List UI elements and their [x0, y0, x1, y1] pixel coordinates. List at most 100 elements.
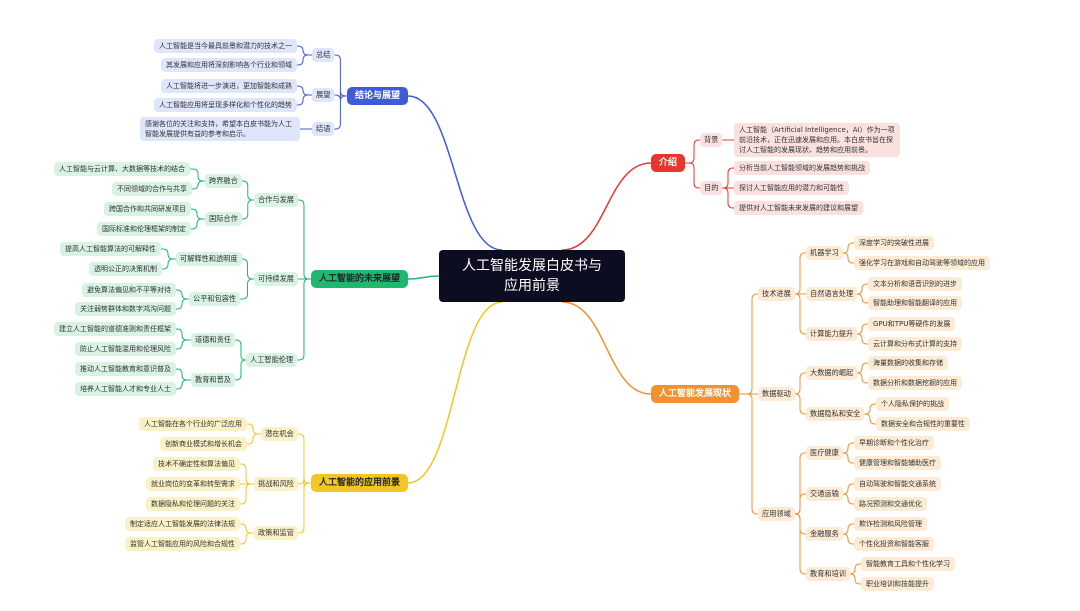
leaf-compute-2[interactable]: 云计算和分布式计算的支持	[868, 337, 962, 351]
leaf-closing[interactable]: 感谢各位的关注和支持，希望本白皮书能为人工智能发展提供有益的参考和启示。	[140, 117, 300, 141]
leaf-potential-1[interactable]: 人工智能在各个行业的广泛应用	[139, 417, 247, 431]
leaf-edu-popular-1[interactable]: 推动人工智能教育和意识普及	[75, 362, 176, 376]
leaf-summary-2[interactable]: 其发展和应用将深刻影响各个行业和领域	[161, 58, 297, 72]
root-title-line2: 应用前景	[504, 278, 560, 294]
connector-line	[247, 423, 261, 435]
connector-line	[240, 523, 254, 534]
connector-line	[722, 187, 734, 209]
leaf-cross-2[interactable]: 不同领域的合作与共享	[112, 182, 192, 196]
leaf-traffic-2[interactable]: 路况预测和交通优化	[854, 497, 927, 511]
leaf-health-1[interactable]: 早期诊断和个性化治疗	[854, 436, 934, 450]
node-moral[interactable]: 道德和责任	[191, 333, 235, 347]
leaf-outlook-1[interactable]: 人工智能将进一步演进，更加智能和成熟	[161, 79, 297, 93]
node-explain[interactable]: 可解释性和透明度	[176, 252, 242, 266]
connector-line	[247, 433, 261, 445]
connector-line	[739, 393, 758, 515]
leaf-ml-2[interactable]: 强化学习在游戏和自动驾驶等领域的应用	[854, 256, 990, 270]
leaf-risk-3[interactable]: 数据隐私和伦理问题的关注	[146, 497, 240, 511]
leaf-summary-1[interactable]: 人工智能是当今最具前景和潜力的技术之一	[154, 39, 297, 53]
connector-line	[162, 258, 176, 270]
connector-line	[334, 90, 347, 101]
leaf-moral-2[interactable]: 防止人工智能滥用和伦理风险	[75, 342, 176, 356]
node-background[interactable]: 背景	[700, 133, 723, 147]
leaf-privacy-2[interactable]: 数据安全和合规性的重要性	[876, 417, 970, 431]
node-sustain[interactable]: 可持续发展	[254, 272, 298, 286]
branch-prospect[interactable]: 人工智能的应用前景	[311, 474, 409, 492]
node-edu-popular[interactable]: 教育和普及	[191, 373, 235, 387]
node-fair[interactable]: 公平和包容性	[189, 292, 241, 306]
leaf-fair-2[interactable]: 关注弱势群体和数字鸿沟问题	[75, 302, 176, 316]
node-apps[interactable]: 应用领域	[758, 507, 795, 521]
node-edu-training[interactable]: 教育和培训	[806, 567, 850, 581]
leaf-purpose-3[interactable]: 提供对人工智能未来发展的建议和展望	[734, 201, 863, 215]
leaf-traffic-1[interactable]: 自动驾驶和智能交通系统	[854, 477, 941, 491]
leaf-nlp-2[interactable]: 智能助理和智能翻译的应用	[868, 296, 962, 310]
leaf-explain-1[interactable]: 提高人工智能算法的可解释性	[60, 242, 161, 256]
node-intl[interactable]: 国际合作	[205, 212, 242, 226]
leaf-explain-2[interactable]: 透明公正的决策机制	[89, 262, 162, 276]
leaf-background[interactable]: 人工智能（Artificial Intelligence，AI）作为一项前沿技术…	[734, 123, 900, 157]
leaf-potential-2[interactable]: 创新商业模式和增长机会	[160, 437, 247, 451]
leaf-risk-2[interactable]: 就业岗位的变革和转型需求	[146, 477, 240, 491]
node-traffic[interactable]: 交通运输	[806, 487, 843, 501]
node-data[interactable]: 数据驱动	[758, 387, 795, 401]
leaf-compute-1[interactable]: GPU和TPU等硬件的发展	[868, 317, 956, 331]
connector-line	[685, 162, 700, 189]
leaf-nlp-1[interactable]: 文本分析和语音识别的进步	[868, 277, 962, 291]
leaf-bigdata-1[interactable]: 海量数据的收集和存储	[868, 356, 948, 370]
node-compute[interactable]: 计算能力提升	[806, 327, 858, 341]
leaf-outlook-2[interactable]: 人工智能应用将呈现多样化和个性化的趋势	[154, 98, 297, 112]
root-topic[interactable]: 人工智能发展白皮书与 应用前景	[439, 250, 625, 302]
node-purpose[interactable]: 目的	[700, 181, 723, 195]
leaf-edu-training-1[interactable]: 智能教育工具和个性化学习	[861, 557, 955, 571]
connector-line	[297, 199, 311, 280]
leaf-privacy-1[interactable]: 个人隐私保护的挑战	[876, 397, 949, 411]
leaf-cross-1[interactable]: 人工智能与云计算、大数据等技术的结合	[54, 162, 190, 176]
node-potential[interactable]: 潜在机会	[261, 427, 298, 441]
leaf-moral-1[interactable]: 建立人工智能的道德准则和责任框架	[54, 322, 176, 336]
connector-line	[856, 333, 868, 345]
leaf-health-2[interactable]: 健康管理和智能辅助医疗	[854, 456, 941, 470]
leaf-fair-1[interactable]: 避免算法偏见和不平等对待	[82, 283, 176, 297]
node-nlp[interactable]: 自然语言处理	[806, 287, 858, 301]
node-risk[interactable]: 挑战和风险	[254, 477, 298, 491]
node-bigdata[interactable]: 大数据的崛起	[806, 366, 858, 380]
node-summary[interactable]: 总结	[312, 48, 335, 62]
branch-current[interactable]: 人工智能发展现状	[651, 385, 740, 403]
connector-line	[240, 278, 254, 300]
node-coop[interactable]: 合作与发展	[254, 193, 298, 207]
leaf-risk-1[interactable]: 技术不确定性和算法偏见	[153, 457, 240, 471]
connector-line	[408, 275, 440, 280]
leaf-bigdata-2[interactable]: 数据分析和数据挖掘的应用	[868, 376, 962, 390]
connector-line	[842, 493, 854, 505]
connector-line	[408, 95, 503, 251]
node-ml[interactable]: 机器学习	[806, 246, 843, 260]
node-health[interactable]: 医疗健康	[806, 446, 843, 460]
node-cross[interactable]: 跨界融合	[205, 174, 242, 188]
leaf-purpose-1[interactable]: 分析当前人工智能领域的发展趋势和挑战	[734, 161, 870, 175]
node-closing[interactable]: 结语	[312, 122, 335, 136]
node-tech[interactable]: 技术进展	[758, 287, 795, 301]
connector-line	[856, 362, 868, 374]
leaf-finance-2[interactable]: 个性化投资和智能客服	[854, 537, 934, 551]
branch-conclusion[interactable]: 结论与展望	[347, 87, 409, 105]
leaf-purpose-2[interactable]: 探讨人工智能应用的潜力和可能性	[734, 181, 849, 195]
connector-line	[561, 162, 652, 251]
node-ethics[interactable]: 人工智能伦理	[246, 353, 298, 367]
leaf-policy-2[interactable]: 监管人工智能应用的风险和合规性	[125, 537, 240, 551]
branch-future[interactable]: 人工智能的未来展望	[311, 270, 409, 288]
branch-intro[interactable]: 介绍	[651, 154, 686, 172]
node-outlook[interactable]: 展望	[312, 88, 335, 102]
leaf-policy-1[interactable]: 制定适应人工智能发展的法律法规	[125, 517, 240, 531]
leaf-edu-popular-2[interactable]: 培养人工智能人才和专业人士	[75, 382, 176, 396]
leaf-ml-1[interactable]: 深度学习的突破性进展	[854, 236, 934, 250]
node-policy[interactable]: 政策和监管	[254, 526, 298, 540]
connector-line	[240, 463, 254, 485]
leaf-finance-1[interactable]: 欺诈检测和风险管理	[854, 517, 927, 531]
root-title-line1: 人工智能发展白皮书与	[462, 258, 602, 274]
leaf-edu-training-2[interactable]: 职业培训和技能提升	[861, 577, 934, 591]
leaf-intl-1[interactable]: 跨国合作和共同研发项目	[104, 202, 191, 216]
node-privacy[interactable]: 数据隐私和安全	[806, 407, 865, 421]
leaf-intl-2[interactable]: 国际标准和伦理框架的制定	[97, 222, 191, 236]
node-finance[interactable]: 金融服务	[806, 527, 843, 541]
